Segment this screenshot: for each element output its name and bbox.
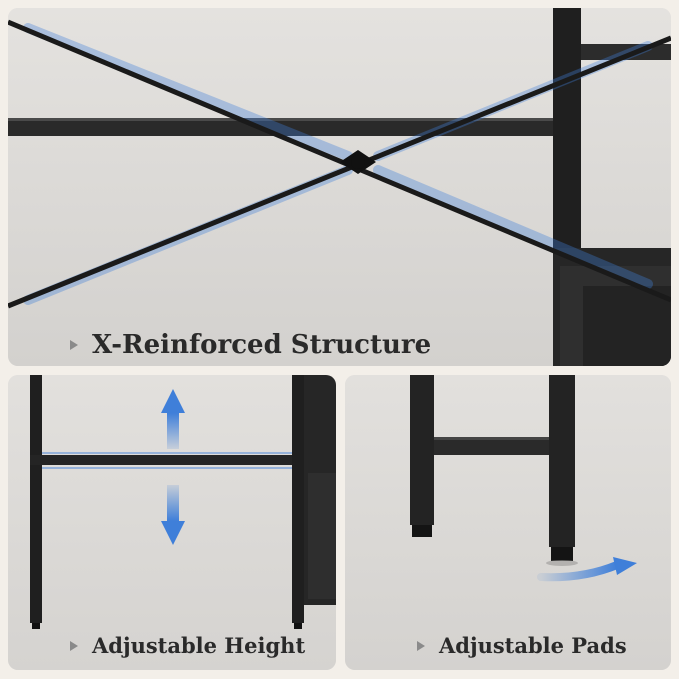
horizontal-rail [8, 118, 560, 136]
adjustable-pads-photo [345, 375, 671, 670]
table-leg [549, 375, 575, 547]
caption-bullet-icon [417, 640, 425, 651]
caption-text: X-Reinforced Structure [92, 330, 432, 360]
curved-arrow-icon [537, 557, 637, 582]
adjustable-height-photo [8, 375, 336, 670]
table-leg [410, 375, 434, 525]
panel-caption: X-Reinforced Structure [70, 330, 431, 360]
leveling-pad [412, 525, 432, 537]
height-crossbar [30, 455, 300, 465]
leveling-pad [551, 547, 573, 561]
caption-bullet-icon [70, 340, 78, 350]
caption-bullet-icon [70, 640, 78, 651]
x-brace-bar [8, 19, 671, 303]
caption-text: Adjustable Pads [439, 633, 627, 658]
adjustable-height-panel: Adjustable Height [8, 375, 336, 670]
x-structure-panel: X-Reinforced Structure [8, 8, 671, 366]
x-brace-bar [8, 35, 671, 309]
panel-caption: Adjustable Height [70, 633, 305, 658]
x-structure-photo [8, 8, 671, 366]
panel-caption: Adjustable Pads [417, 633, 627, 658]
up-arrow-icon [161, 389, 185, 449]
adjustable-pads-panel: Adjustable Pads [345, 375, 671, 670]
down-arrow-icon [161, 485, 185, 545]
caption-text: Adjustable Height [92, 633, 306, 658]
